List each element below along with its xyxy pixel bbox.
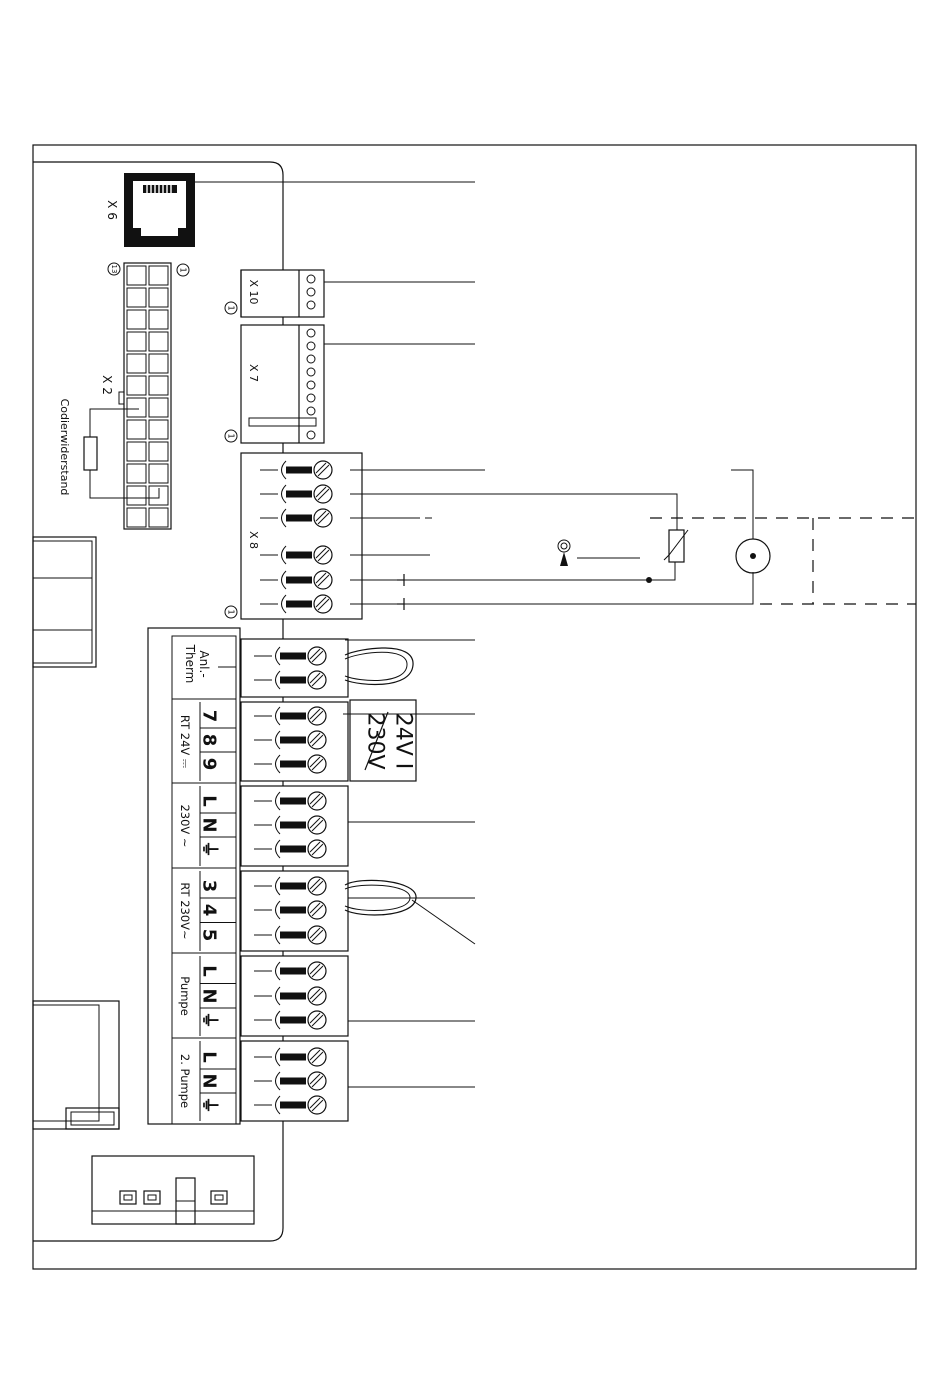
x2-pin-cell	[127, 310, 146, 329]
x2-pin-cell	[127, 332, 146, 351]
outer-frame	[33, 145, 916, 1269]
terminal-pin-label: L	[199, 1051, 220, 1062]
terminal-block-label: Therm	[183, 644, 197, 684]
x2-pin-cell	[127, 508, 146, 527]
terminal-pin-label: 8	[199, 734, 220, 747]
voltage-selector-24v: 24V I	[391, 713, 416, 770]
x2-pin-cell	[149, 288, 168, 307]
ntc-sensor	[664, 530, 688, 562]
x6-rj-connector	[124, 173, 195, 247]
x2-pin-cell	[127, 354, 146, 373]
x2-pin-cell	[127, 288, 146, 307]
x2-pin-1-label: 1	[179, 267, 188, 272]
terminal-block-label: Pumpe	[178, 976, 192, 1016]
x2-pin-cell	[149, 376, 168, 395]
terminal-block-label: 230V ~	[178, 804, 192, 847]
terminal-pin-label: 7	[199, 710, 220, 723]
x2-pin-cell	[149, 310, 168, 329]
x10-pin-1-label: 1	[227, 305, 236, 310]
x10-label: X 10	[247, 279, 260, 304]
x2-pin-cell	[127, 486, 146, 505]
x7-connector	[241, 325, 324, 443]
bottom-switch-component	[92, 1156, 254, 1224]
terminal-pin-label: 3	[199, 880, 220, 893]
x2-pin-cell	[127, 266, 146, 285]
coding-resistor	[84, 409, 159, 498]
x2-connector	[124, 263, 171, 529]
radio-sensor	[558, 540, 640, 566]
terminal-pin-label: L	[199, 965, 220, 976]
x8-label: X 8	[247, 531, 260, 549]
rt230v-leader-lower	[412, 900, 475, 944]
x2-pin-cell	[127, 420, 146, 439]
lower-terminals	[241, 639, 348, 1121]
terminal-pin-label: 9	[199, 758, 220, 771]
terminal-block-label: Anl.-	[197, 650, 211, 677]
x2-pin-cell	[149, 420, 168, 439]
x7-label: X 7	[247, 364, 260, 382]
terminal-pin-label: ⏚	[199, 1096, 220, 1114]
x2-pin-cell	[149, 464, 168, 483]
terminal-block	[241, 639, 348, 697]
x8-wiring	[350, 470, 753, 610]
x2-pin-cell	[127, 464, 146, 483]
x8-pin-1-label: 1	[227, 609, 236, 614]
terminal-pin-label: N	[199, 988, 220, 1003]
terminal-label-strip	[148, 628, 240, 1124]
x2-pin-cell	[149, 442, 168, 461]
terminal-pin-label: 4	[199, 904, 220, 917]
terminal-pin-label: 5	[199, 929, 220, 942]
terminal-pin-label: N	[199, 1073, 220, 1088]
terminal-pin-label: ⏚	[199, 840, 220, 858]
voltage-selector-230v: 230V	[363, 712, 388, 769]
outdoor-sensor	[731, 470, 770, 573]
x2-pin-cell	[149, 332, 168, 351]
codierwiderstand-label: Codierwiderstand	[58, 399, 71, 496]
x2-pin-cell	[127, 398, 146, 417]
terminal-pin-label: L	[199, 795, 220, 806]
x2-pin-13-label: 13	[110, 265, 118, 274]
terminal-block-label: RT 24V ⎓	[178, 715, 192, 769]
x2-pin-cell	[149, 266, 168, 285]
external-boundary	[650, 518, 916, 604]
terminal-pin-label: ⏚	[199, 1011, 220, 1029]
x2-key-notch	[119, 392, 124, 404]
x2-pin-cell	[149, 354, 168, 373]
terminal-block-label: 2. Pumpe	[178, 1054, 192, 1108]
terminal-pin-label: N	[199, 817, 220, 832]
x2-pin-cell	[149, 398, 168, 417]
x7-pin-1-label: 1	[227, 433, 236, 438]
x6-label: X 6	[105, 200, 119, 220]
x2-label: X 2	[100, 375, 114, 395]
left-component-upper	[33, 537, 96, 667]
terminal-block-label: RT 230V~	[178, 882, 192, 939]
left-component-lower	[33, 1001, 119, 1129]
x2-pin-cell	[127, 442, 146, 461]
x2-housing	[124, 263, 171, 529]
x2-pin-cell	[127, 376, 146, 395]
x2-pin-cell	[149, 508, 168, 527]
